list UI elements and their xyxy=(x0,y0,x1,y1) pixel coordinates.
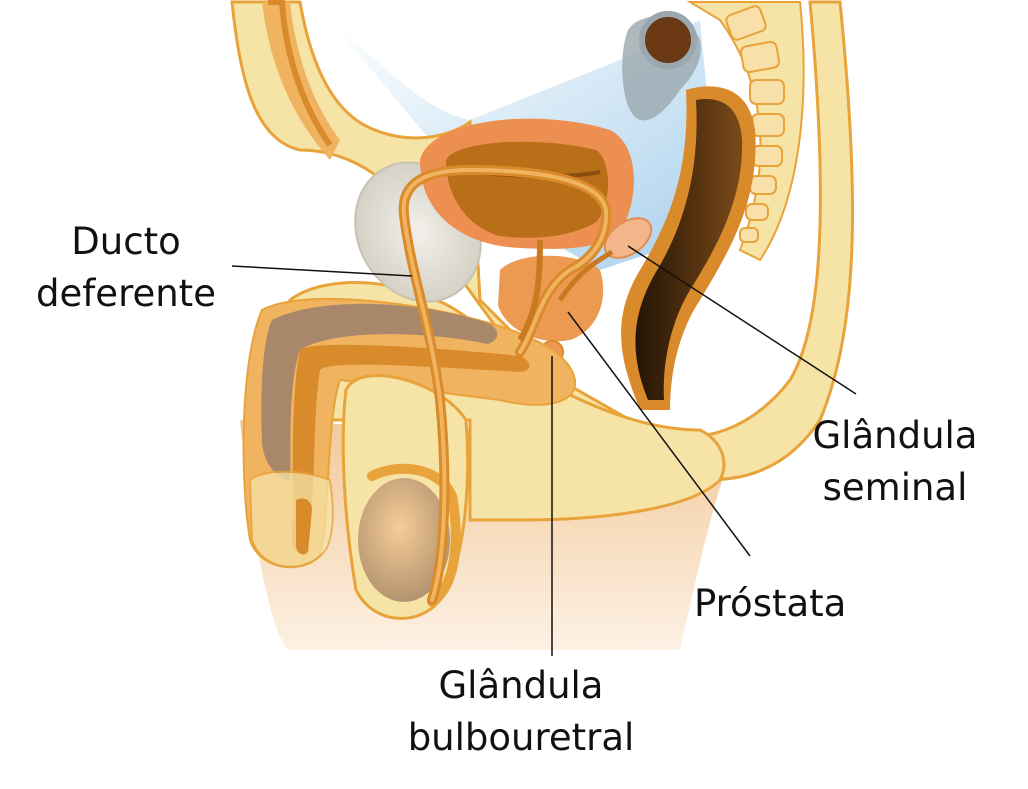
corpus-cavernosum xyxy=(261,303,498,480)
label-glandula-seminal: Glândula seminal xyxy=(800,410,990,514)
urethra xyxy=(292,344,530,553)
label-seminal-line2: seminal xyxy=(822,466,968,509)
seminal-duct xyxy=(557,249,614,302)
label-prostata: Próstata xyxy=(694,578,846,630)
leader-seminal xyxy=(627,245,857,395)
label-ducto-line1: Ducto xyxy=(71,220,181,263)
leader-ducto xyxy=(231,265,413,277)
label-seminal-line1: Glândula xyxy=(812,414,978,457)
glans xyxy=(248,470,334,568)
abdominal-wall-inner xyxy=(268,0,333,147)
label-ducto-deferente: Ducto deferente xyxy=(26,216,226,320)
leader-prostata xyxy=(567,311,751,557)
testis xyxy=(358,478,450,602)
vertebrae xyxy=(725,5,785,243)
label-ducto-line2: deferente xyxy=(36,272,216,315)
epididymis xyxy=(367,463,461,607)
ductus-deferens-core xyxy=(401,167,609,602)
abdominal-wall xyxy=(262,2,340,160)
urethra-tip xyxy=(296,498,312,555)
sigmoid-lumen xyxy=(639,11,697,69)
label-glandula-bulbouretral: Glândula bulbouretral xyxy=(390,660,652,764)
leader-lines xyxy=(231,245,857,656)
label-bulbo-line1: Glândula xyxy=(438,664,604,707)
rectum-lumen xyxy=(635,99,743,401)
label-prostata-text: Próstata xyxy=(694,582,847,625)
label-bulbo-line2: bulbouretral xyxy=(407,716,635,759)
ejaculatory-duct xyxy=(517,239,543,342)
